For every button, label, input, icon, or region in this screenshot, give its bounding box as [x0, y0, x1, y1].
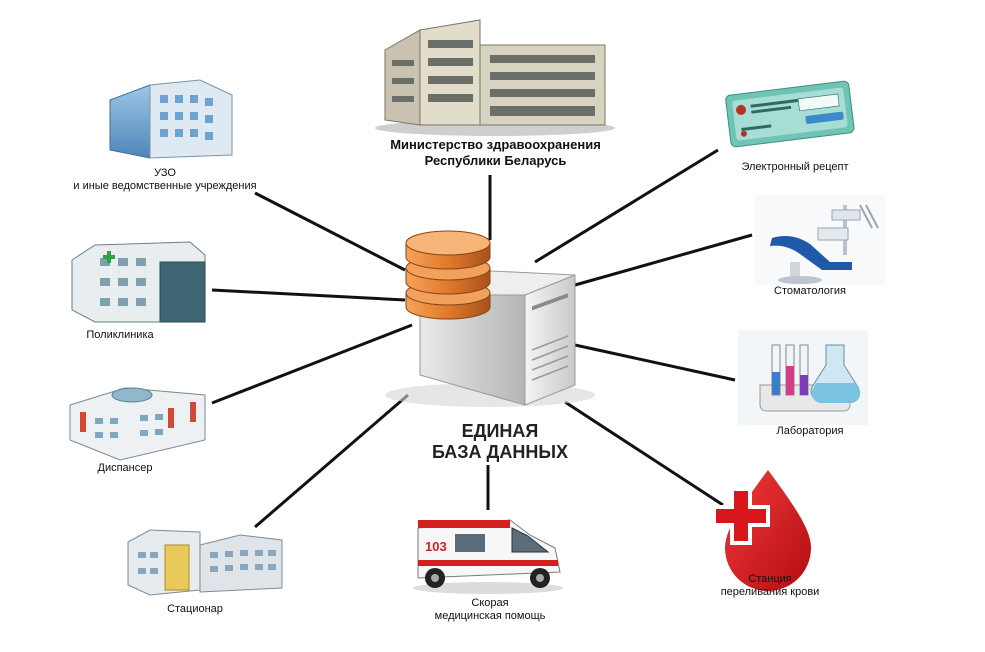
line-uzo — [254, 191, 406, 272]
hospital-label: Стационар — [150, 603, 240, 616]
polyclinic-label-line1: Поликлиника — [86, 329, 154, 341]
connector-lines — [211, 148, 753, 529]
ambulance-label: Скорая медицинская помощь — [410, 597, 570, 623]
laboratory-label: Лаборатория — [760, 425, 860, 438]
line-dispensary — [211, 323, 413, 405]
ministry-building-icon — [375, 19, 615, 136]
eprescription-label: Электронный рецепт — [725, 161, 865, 174]
dispensary-building-icon — [69, 387, 206, 461]
laboratory-label-line1: Лаборатория — [776, 425, 844, 437]
line-blood — [564, 400, 724, 507]
line-laboratory — [574, 343, 736, 382]
uzo-label-line2: и иные ведомственные учреждения — [73, 180, 257, 192]
dispensary-label-line1: Диспансер — [97, 462, 153, 474]
hospital-label-line1: Стационар — [167, 603, 223, 615]
ministry-label-line1: Министерство здравоохранения — [390, 137, 601, 152]
polyclinic-building-icon — [71, 241, 206, 323]
ambulance-label-line2: медицинская помощь — [434, 610, 546, 622]
ambulance-label-line1: Скорая — [471, 597, 509, 609]
central-database-label-line2: БАЗА ДАННЫХ — [432, 442, 568, 462]
laboratory-flasks-icon — [738, 330, 868, 425]
eprescription-label-line1: Электронный рецепт — [741, 161, 849, 173]
dentistry-label-line1: Стоматология — [774, 285, 846, 297]
ministry-label: Министерство здравоохранения Республики … — [353, 137, 638, 169]
blood-station-label: Станция переливания крови — [705, 573, 835, 599]
uzo-building-icon — [109, 79, 233, 159]
uzo-label: УЗО и иные ведомственные учреждения — [55, 167, 275, 193]
line-hospital — [254, 393, 409, 529]
ministry-label-line2: Республики Беларусь — [424, 153, 567, 168]
ambulance-number: 103 — [425, 539, 447, 554]
dentistry-label: Стоматология — [760, 285, 860, 298]
dispensary-label: Диспансер — [80, 462, 170, 475]
hospital-building-icon — [127, 529, 283, 596]
line-eprescription — [534, 148, 719, 264]
ambulance-icon: 103 — [413, 519, 563, 594]
line-polyclinic — [211, 288, 406, 302]
blood-station-label-line1: Станция — [748, 573, 792, 585]
blood-drop-cross-icon — [712, 470, 811, 591]
polyclinic-label: Поликлиника — [70, 329, 170, 342]
uzo-label-line1: УЗО — [154, 167, 176, 179]
blood-station-label-line2: переливания крови — [720, 586, 820, 598]
prescription-card-icon — [725, 80, 855, 148]
central-database-label: ЕДИНАЯ БАЗА ДАННЫХ — [400, 421, 600, 463]
line-dentistry — [574, 233, 753, 287]
central-database-label-line1: ЕДИНАЯ — [461, 421, 539, 441]
dental-chair-icon — [755, 195, 885, 285]
database-server-icon — [385, 230, 595, 407]
